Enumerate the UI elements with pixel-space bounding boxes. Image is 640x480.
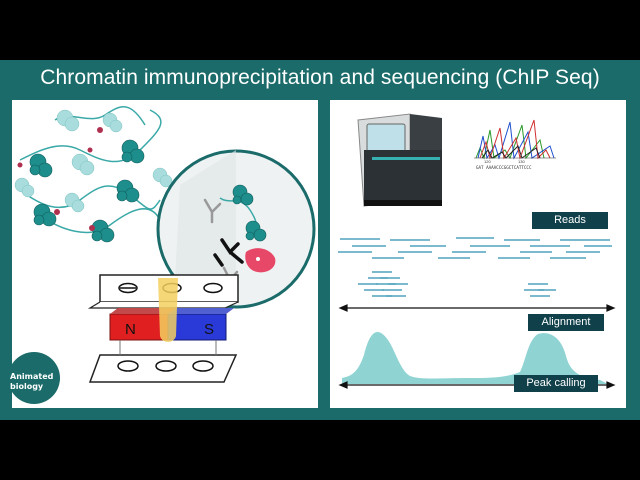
reads-label: Reads [532,212,608,229]
logo-line-1: Animated [10,372,54,381]
double-arrow-icon [338,304,616,312]
nucleosome-icon [14,109,173,243]
reads [338,237,612,259]
magnet-north-label: N [125,321,136,338]
peak-calling-label: Peak calling [514,375,598,392]
alignment-label: Alignment [528,314,604,331]
slide-title: Chromatin immunoprecipitation and sequen… [40,66,600,89]
magnet-south-label: S [204,321,214,338]
peak-profile [342,332,608,384]
magnified-view [156,149,316,309]
chromatogram-pos-2: 130 [518,159,525,164]
aligned-reads [358,271,556,297]
chromatogram-sequence: GAT AAAACCCGGCTCATTCCC [476,165,532,170]
protein-icon [17,127,103,231]
logo-line-2: biology [10,382,44,391]
antibody-icon [203,198,276,294]
sequencer-icon [357,113,442,207]
chromatogram-pos-1: 120 [484,159,491,164]
chromatogram-icon: 120 130 GAT AAAACCCGGCTCATTCCC [474,119,556,170]
magnet-icon: N S [87,274,239,383]
logo [8,352,60,404]
logo-text: Animated biology [10,372,53,392]
